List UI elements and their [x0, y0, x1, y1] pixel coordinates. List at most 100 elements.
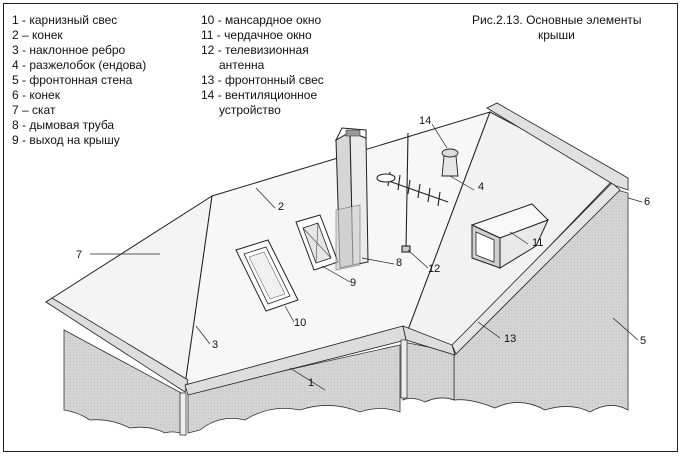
gable-barge	[451, 182, 621, 355]
roof-hatch	[295, 214, 339, 271]
callout-1: 1	[308, 377, 314, 389]
legend-item-separator: -	[214, 43, 226, 57]
legend-item-number: 12	[201, 43, 215, 57]
legend-item-text: выход на крышу	[29, 133, 120, 147]
skylight-window	[235, 239, 299, 312]
figure-caption: Рис.2.13. Основные элементы крыши	[472, 13, 672, 43]
legend-item-text: разжелобок (ендова)	[29, 58, 147, 72]
legend-item-text: устройство	[219, 103, 281, 117]
legend-item-separator: -	[18, 13, 30, 27]
legend-item: 8 - дымовая труба	[12, 118, 146, 133]
legend-item-separator: -	[18, 43, 30, 57]
right-downpipe	[400, 339, 408, 399]
legend-item-number: 4	[12, 58, 19, 72]
legend-item-separator: -	[18, 118, 30, 132]
gable-overhang	[402, 325, 456, 356]
callout-2: 2	[278, 201, 284, 213]
legend-item-text: конек	[32, 28, 63, 42]
legend-item: 9 - выход на крышу	[12, 133, 146, 148]
legend-item: 5 - фронтонная стена	[12, 73, 146, 88]
vent-pipe	[441, 148, 459, 177]
legend-item-separator: -	[214, 73, 226, 87]
legend-item-text: мансардное окно	[225, 13, 322, 27]
callout-13: 13	[504, 333, 516, 345]
chimney	[334, 127, 369, 271]
callout-14: 14	[419, 115, 431, 127]
left-eave	[45, 297, 189, 393]
callout-4: 4	[478, 181, 484, 193]
legend-item: 11 - чердачное окно	[201, 28, 324, 43]
callout-5: 5	[640, 335, 646, 347]
front-left-wall	[63, 329, 186, 436]
callout-8: 8	[396, 257, 402, 269]
figure-number: Рис.2.13.	[472, 13, 523, 27]
legend-item: 14 - вентиляционное	[201, 88, 324, 103]
callout-10: 10	[294, 317, 306, 329]
ridge-cap	[486, 102, 629, 191]
legend-item-text: телевизионная	[225, 43, 309, 57]
legend-item: 10 - мансардное окно	[201, 13, 324, 28]
legend-item-number: 7	[12, 103, 19, 117]
legend-item: 7 – скат	[12, 103, 146, 118]
callout-3: 3	[212, 339, 218, 351]
gable-wall	[453, 189, 629, 413]
legend-item-number: 6	[12, 88, 19, 102]
callout-7: 7	[76, 249, 82, 261]
legend-item: 6 - конек	[12, 88, 146, 103]
callout-11: 11	[532, 237, 543, 249]
figure-title-line1: Основные элементы	[526, 13, 642, 27]
legend-item: устройство	[201, 103, 324, 118]
legend-item-separator: -	[18, 73, 30, 87]
dormer-window	[470, 203, 549, 269]
legend-item-number: 14	[201, 88, 215, 102]
legend-item: антенна	[201, 58, 324, 73]
legend-item-number: 2	[12, 28, 19, 42]
legend-item-number: 3	[12, 43, 19, 57]
legend-item-text: антенна	[219, 58, 265, 72]
legend-item-separator: -	[18, 58, 30, 72]
front-wall	[187, 344, 401, 434]
right-side-wall	[402, 341, 455, 403]
left-downpipe	[179, 392, 187, 436]
legend-item-separator: -	[214, 13, 226, 27]
legend-item-text: карнизный свес	[29, 13, 118, 27]
legend-item-separator: –	[18, 28, 33, 42]
legend-item: 4 - разжелобок (ендова)	[12, 58, 146, 73]
legend-item-text: конек	[29, 88, 60, 102]
legend-item-separator: -	[213, 28, 225, 42]
legend-item-separator: -	[214, 88, 226, 102]
callout-6: 6	[644, 196, 650, 208]
legend-item: 13 - фронтонный свес	[201, 73, 324, 88]
callout-numbers: 1 2 3 4 5 6 7 8 9 10 11 12 13 14	[76, 115, 650, 389]
legend-item-text: фронтонная стена	[29, 73, 133, 87]
legend-item-number: 9	[12, 133, 19, 147]
legend-item-number: 1	[12, 13, 19, 27]
legend-item-text: вентиляционное	[225, 88, 318, 102]
legend-item-text: чердачное окно	[224, 28, 312, 42]
legend-item: 3 - наклонное ребро	[12, 43, 146, 58]
tv-antenna	[376, 132, 449, 253]
legend-item-text: наклонное ребро	[29, 43, 126, 57]
figure-border	[3, 3, 678, 452]
legend-item-separator: –	[18, 103, 33, 117]
legend-item-text: скат	[32, 103, 56, 117]
legend-item-separator: -	[18, 88, 30, 102]
legend-item-number: 11	[201, 28, 214, 42]
callout-leaders	[90, 123, 643, 391]
callout-9: 9	[350, 277, 356, 289]
legend-item-separator: -	[18, 133, 30, 147]
legend-item-number: 8	[12, 118, 19, 132]
legend-item-number: 5	[12, 73, 19, 87]
legend-item-number: 10	[201, 13, 215, 27]
callout-12: 12	[428, 263, 440, 275]
legend-item-text: фронтонный свес	[225, 73, 324, 87]
legend-item: 1 - карнизный свес	[12, 13, 146, 28]
legend-item: 2 – конек	[12, 28, 146, 43]
legend-item-number: 13	[201, 73, 215, 87]
figure-title-line2: крыши	[538, 28, 575, 42]
legend-item-text: дымовая труба	[29, 118, 115, 132]
